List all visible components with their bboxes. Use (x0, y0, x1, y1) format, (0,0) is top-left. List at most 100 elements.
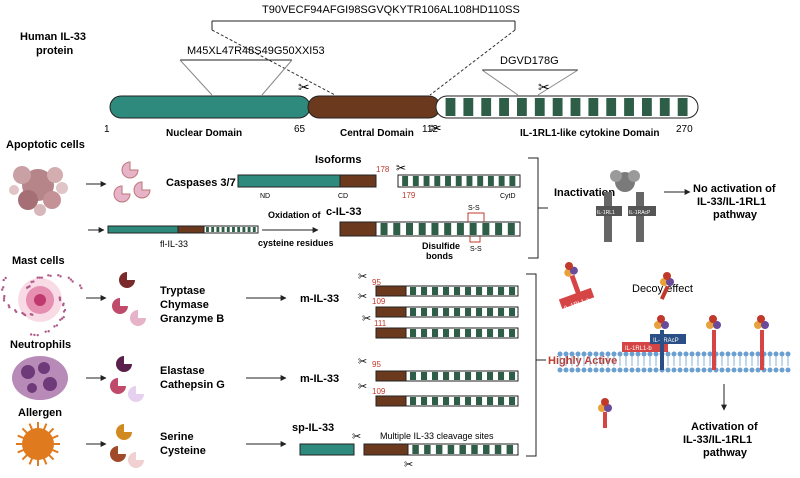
granule (33, 333, 36, 337)
activation-label-2: IL-33/IL-1RL1 (683, 434, 752, 446)
domain-stripe (443, 308, 450, 316)
fl-il33-label: fl-IL-33 (160, 239, 188, 249)
lipid-head (767, 367, 773, 373)
granule (67, 276, 70, 279)
domain-stripe (624, 98, 634, 116)
allergen-icon (16, 422, 60, 466)
domain-stripe (552, 98, 563, 116)
granule (40, 276, 44, 279)
decoy-label: Decoy effect (632, 283, 693, 295)
domain-stripe (509, 397, 516, 405)
seq-right-line-b (537, 69, 579, 96)
cd-label: CD (338, 193, 348, 200)
cytd-label: CytD (500, 193, 516, 200)
seq-top: T90VECF94AFGI98SGVQKYTR106AL108HD110SS (262, 4, 520, 16)
lipid-head (653, 367, 659, 373)
lipid-head (773, 351, 779, 357)
spike (51, 434, 59, 440)
central-domain-bar (307, 95, 441, 119)
domain-stripe (443, 329, 450, 337)
fl-stripes (206, 227, 256, 232)
granule (30, 280, 33, 284)
domain-stripe (432, 308, 439, 316)
central-domain-label: Central Domain (340, 128, 414, 139)
no-activation-label: No activation of (693, 183, 776, 195)
domain-stripe (588, 98, 599, 116)
granule (62, 302, 65, 305)
lipid-head (737, 351, 743, 357)
granule (4, 276, 7, 280)
domain-stripe (487, 308, 494, 316)
cytd-bar (405, 327, 519, 339)
domain-stripe (477, 176, 484, 186)
lipid-head (779, 351, 785, 357)
rec-il1rl1: IL-1RL1 (597, 210, 615, 216)
cleavage-sites-note: Multiple IL-33 cleavage sites (380, 431, 494, 441)
domain-stripe (487, 372, 494, 380)
cytd-bar (405, 395, 519, 407)
lipid-head (725, 351, 731, 357)
inactivation-bracket (528, 157, 539, 259)
cytd-bar (405, 370, 519, 382)
rec-il1racp: IL-1RAcP (629, 210, 651, 216)
domain-stripe (232, 227, 235, 232)
domain-stripe (421, 372, 428, 380)
spike (17, 448, 25, 454)
zoom-line-top-left (211, 29, 336, 96)
c-cd-bar (339, 221, 377, 237)
oxidation-label-2: cysteine residues (258, 238, 334, 248)
domain-stripe (424, 445, 431, 454)
lipid-head (707, 351, 713, 357)
sp-cd-bar (363, 443, 409, 456)
lipid-head (575, 351, 581, 357)
granule (0, 288, 4, 291)
pos-178: 178 (376, 165, 390, 174)
domain-stripe (498, 176, 505, 186)
rec-acp-label: IL-1RAcP (653, 338, 679, 344)
granule (44, 330, 47, 333)
domain-stripe (465, 329, 472, 337)
disulfide-bond-1 (467, 212, 485, 222)
lipid-head (569, 367, 575, 373)
neutrophil-isoform-bars (375, 370, 519, 407)
caspase-label: Caspases 3/7 (166, 177, 236, 189)
inactivation-label: Inactivation (554, 187, 615, 199)
domain-stripe (465, 287, 472, 295)
spike (51, 448, 59, 454)
apoptotic-label: Apoptotic cells (6, 139, 85, 151)
site-109: 109 (372, 297, 386, 306)
domain-stripe (412, 176, 419, 186)
lipid-head (647, 351, 653, 357)
granule (80, 286, 83, 290)
neutrophil-icon (12, 356, 68, 400)
scissors-icon: ✂ (358, 356, 367, 368)
spike (42, 423, 48, 431)
mast-isoform-bars (375, 285, 519, 339)
isoform-stripes (402, 176, 516, 186)
lipid-head (701, 367, 707, 373)
granule (3, 294, 6, 298)
domain-stripe (469, 223, 477, 235)
spike (17, 434, 25, 440)
domain-stripe (454, 397, 461, 405)
scissors-icon: ✂ (358, 381, 367, 393)
lipid-head (587, 351, 593, 357)
site-95: 95 (372, 278, 381, 287)
lipid-head (653, 351, 659, 357)
cytokine-domain-bar (435, 95, 699, 119)
domain-stripe (216, 227, 220, 232)
domain-stripe (402, 176, 409, 186)
disulfide-bond-2 (469, 236, 481, 243)
domain-stripe (487, 176, 494, 186)
domain-stripe (432, 287, 439, 295)
domain-stripe (506, 445, 514, 454)
seq-right: DGVD178G (500, 55, 559, 67)
lipid-head (641, 367, 647, 373)
c-il33-label: c-IL-33 (326, 206, 361, 218)
domain-stripe (677, 98, 688, 116)
domain-stripe (206, 227, 209, 232)
il33-ligand-icon (598, 398, 612, 428)
seq-left-line-a (179, 59, 213, 96)
active-bracket (526, 273, 537, 457)
nuclear-domain-label: Nuclear Domain (166, 128, 242, 139)
